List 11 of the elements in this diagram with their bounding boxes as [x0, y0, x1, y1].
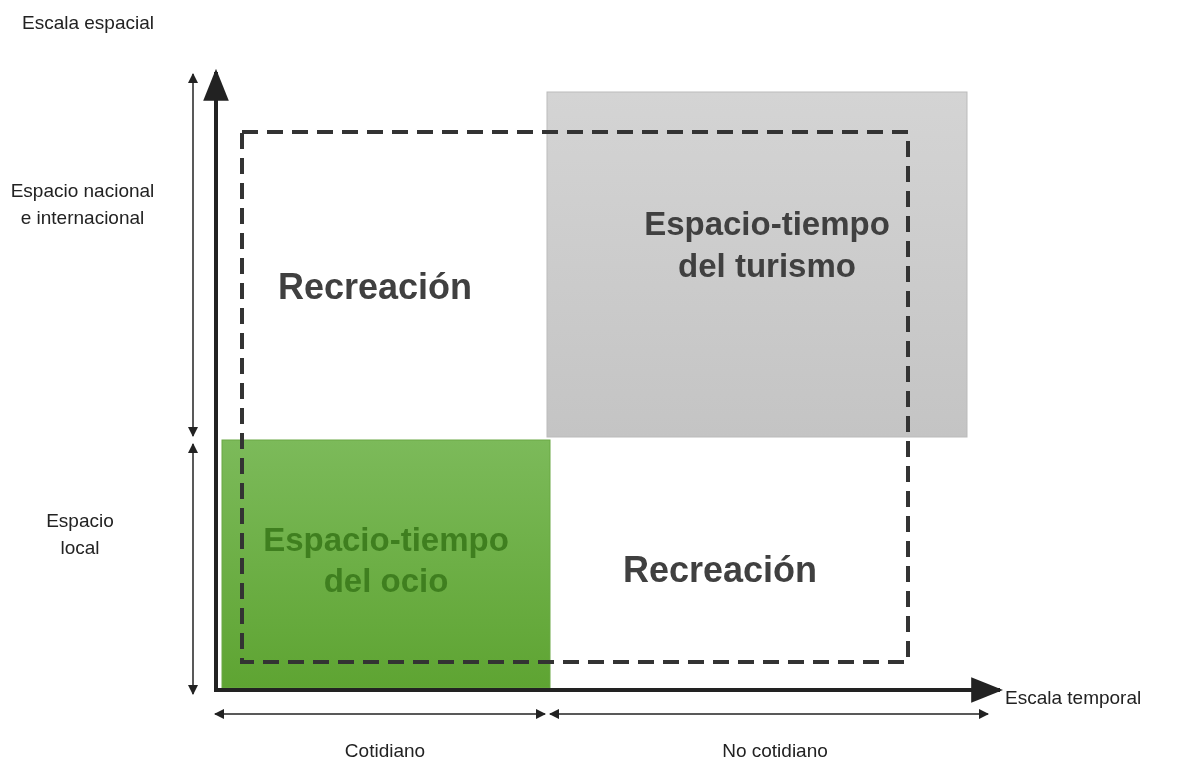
shaded-area	[546, 91, 968, 438]
scale-label: Cotidiano	[343, 739, 427, 763]
shaded-area	[221, 439, 551, 689]
area-label: Espacio-tiempo del turismo	[643, 204, 891, 286]
scale-label: Espacio nacional e internacional	[9, 179, 156, 230]
area-label: Recreación	[276, 265, 474, 309]
axis-title: Escala espacial	[22, 11, 156, 35]
scale-label: No cotidiano	[721, 739, 829, 763]
scale-label: Espacio local	[45, 509, 115, 560]
axis-title: Escala temporal	[1005, 686, 1143, 710]
area-label: Recreación	[621, 548, 819, 592]
